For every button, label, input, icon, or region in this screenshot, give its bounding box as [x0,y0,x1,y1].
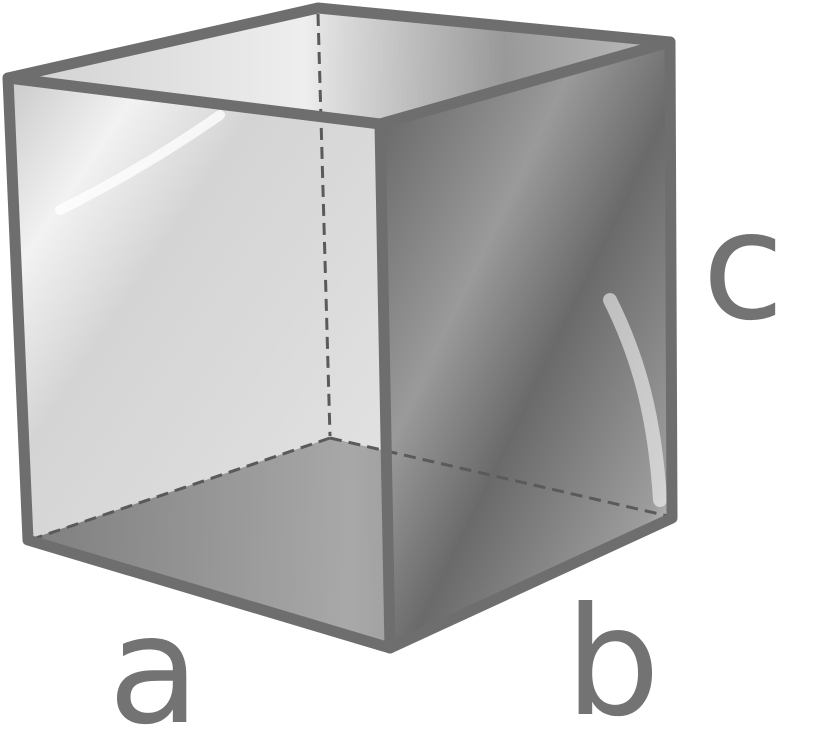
hidden-edge-left [29,436,331,542]
cube-visible-edges [2,2,678,654]
front-face-highlight [55,110,225,215]
right-outline [384,36,678,654]
dimension-label-b: b [565,576,660,734]
front-outline [2,72,396,654]
cube-right-face [380,42,672,648]
right-face-highlight [603,293,667,507]
top-outline [2,2,676,130]
dimension-label-a: a [108,584,200,734]
hidden-edge-vertical [316,13,332,437]
dimension-label-c: c [702,180,784,354]
